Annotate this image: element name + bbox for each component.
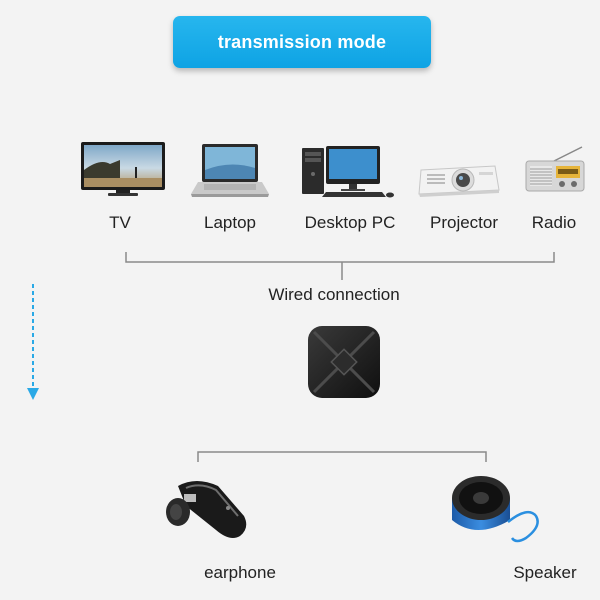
output-bracket [192, 440, 492, 466]
radio-icon [524, 145, 586, 193]
output-label-speaker: Speaker [513, 563, 577, 582]
source-label-laptop: Laptop [204, 213, 256, 232]
wired-connection-label: Wired connection [268, 285, 400, 304]
bluetooth-speaker-icon [446, 472, 546, 552]
bluetooth-transmitter-icon [304, 322, 384, 402]
desktop-pc-icon [300, 144, 396, 200]
source-label-projector: Projector [429, 213, 499, 232]
mode-title: transmission mode [217, 31, 387, 52]
source-label-desktop-pc: Desktop PC [304, 213, 396, 232]
dashed-down-arrow-icon [26, 282, 40, 404]
mode-banner: transmission mode [173, 16, 431, 68]
output-label-earphone: earphone [204, 563, 276, 582]
laptop-icon [190, 142, 270, 198]
projector-icon [417, 160, 501, 198]
tv-icon [80, 140, 166, 198]
bluetooth-earphone-icon [156, 472, 254, 546]
source-label-tv: TV [109, 213, 131, 232]
source-label-radio: Radio [531, 213, 577, 232]
wired-connection-bracket [120, 248, 560, 284]
